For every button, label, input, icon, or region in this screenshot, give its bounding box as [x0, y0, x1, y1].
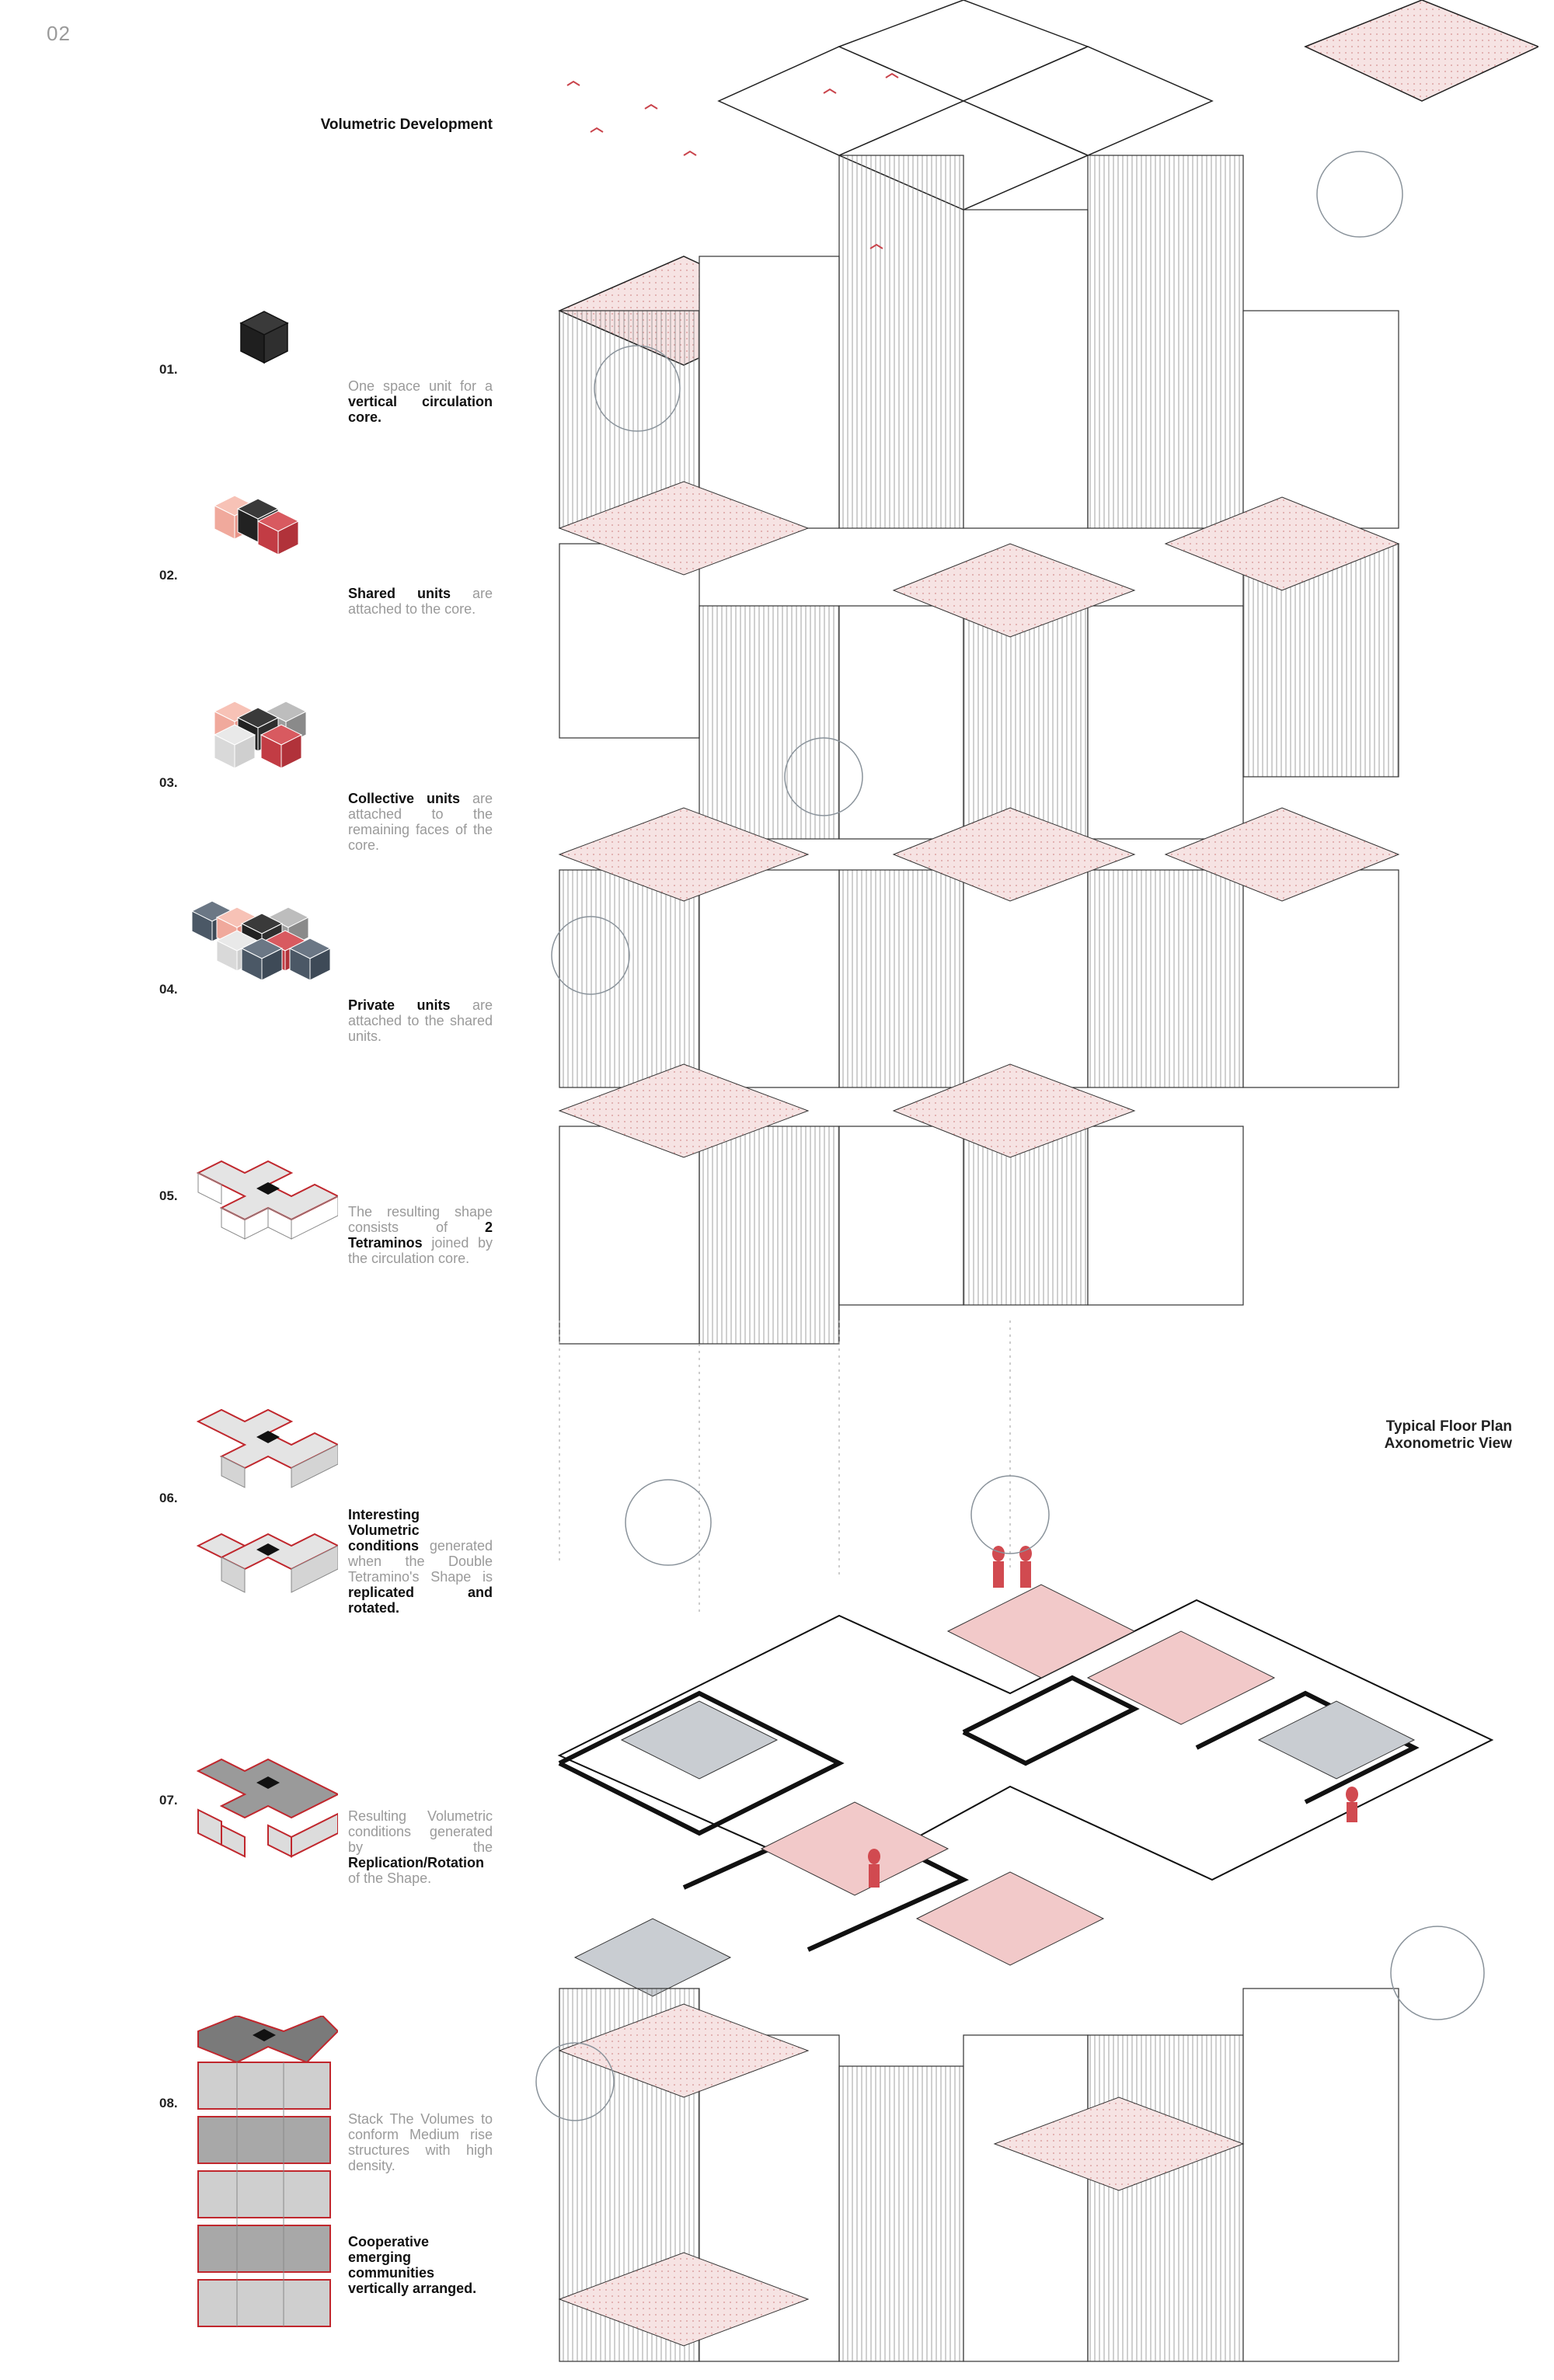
guide-lines	[559, 1320, 1011, 1616]
step-text-04: Private units are attached to the shared…	[348, 997, 493, 1044]
double-tetramino-icon	[196, 1160, 338, 1240]
rotated-volume-icon	[196, 1758, 338, 1858]
section-title: Volumetric Development	[320, 117, 493, 133]
step-number-05: 05.	[159, 1188, 178, 1203]
private-units-icon	[190, 900, 332, 981]
stacked-tower-icon	[197, 2016, 338, 2327]
floor-plan-title: Typical Floor Plan	[1385, 1418, 1512, 1435]
step-number-01: 01.	[159, 362, 178, 377]
axonometric-tower-drawing	[535, 0, 1538, 2362]
upper-terraces	[558, 481, 1400, 1158]
replicated-tetramino-icon	[196, 1408, 338, 1593]
step-number-08: 08.	[159, 2096, 178, 2110]
upper-tower-facades	[559, 155, 1399, 1345]
step-text-03: Collective units are attached to the rem…	[348, 791, 493, 853]
step-text-02: Shared units are attached to the core.	[348, 586, 493, 617]
step-text-08: Stack The Volumes to conform Medium rise…	[348, 2111, 493, 2173]
page-number: 02	[47, 22, 71, 45]
lower-terraces	[558, 2003, 1245, 2347]
tree-canopies	[535, 151, 1485, 2121]
conclusion-text: Cooperative emerging communities vertica…	[348, 2234, 477, 2296]
step-number-06: 06.	[159, 1491, 178, 1505]
collective-units-icon	[213, 701, 308, 769]
step-text-01: One space unit for a vertical circulatio…	[348, 378, 493, 425]
step-number-04: 04.	[159, 982, 178, 997]
step-text-06: Interesting Volumetric conditions genera…	[348, 1507, 493, 1616]
core-cube-icon	[239, 311, 289, 364]
floor-plan-shared-zones	[760, 1584, 1276, 1966]
step-number-07: 07.	[159, 1793, 178, 1808]
birds	[566, 72, 899, 249]
step-text-05: The resulting shape consists of 2 Tetram…	[348, 1204, 493, 1266]
shared-units-icon	[213, 495, 300, 555]
step-text-07: Resulting Volumetric conditions generate…	[348, 1808, 493, 1886]
step-number-02: 02.	[159, 568, 178, 583]
people-figures	[868, 1546, 1358, 1888]
floor-plan-subtitle: Axonometric View	[1384, 1435, 1512, 1452]
step-number-03: 03.	[159, 775, 178, 790]
floor-plan-private-zones	[573, 1700, 1416, 1997]
